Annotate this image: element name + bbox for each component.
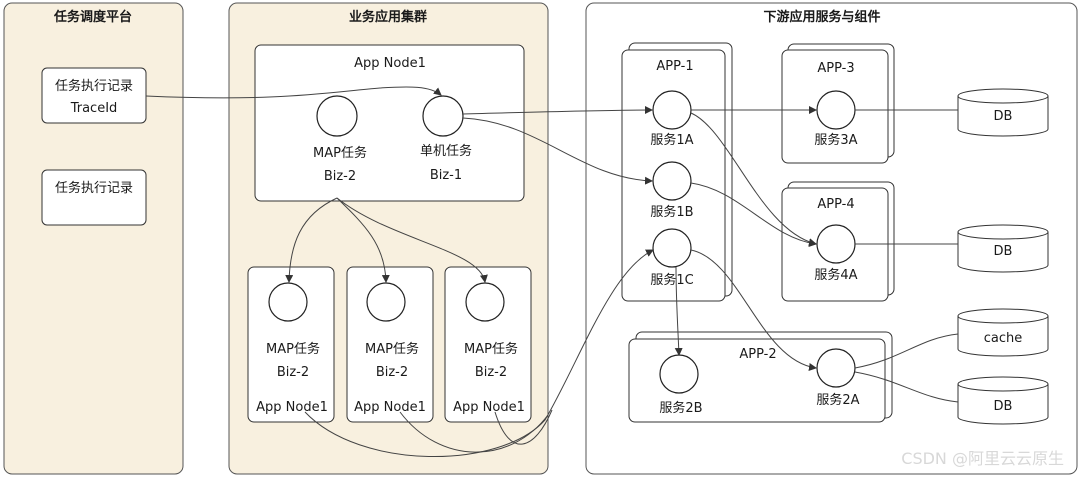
task-record-label: 任务执行记录 [55, 78, 133, 94]
edge-sub2-to-1c [399, 411, 549, 453]
sub-node-2-task: MAP任务 [365, 341, 419, 357]
cache-label: cache [984, 331, 1023, 346]
app4-label: APP-4 [817, 197, 854, 212]
map-task-biz-label: Biz-2 [324, 169, 356, 184]
biz-cluster-title: 业务应用集群 [349, 9, 427, 25]
sub-node-3-name: App Node1 [453, 400, 525, 415]
service-2a-label: 服务2A [816, 392, 859, 408]
sub-node-1-task: MAP任务 [266, 341, 320, 357]
service-2b-node [659, 354, 699, 394]
edge-map-to-sub2 [336, 197, 390, 283]
service-3a-node [816, 90, 856, 130]
single-task-node [422, 95, 464, 137]
db-3a-label: DB [994, 109, 1013, 124]
edge-sub1-to-1c [304, 249, 654, 458]
service-2a-node [816, 348, 856, 388]
app3-label: APP-3 [817, 61, 854, 76]
csdn-watermark: CSDN @阿里云云原生 [901, 449, 1064, 468]
edge-2a-to-db [854, 371, 959, 403]
edge-1b-to-4a [690, 182, 817, 248]
scheduler-title: 任务调度平台 [53, 9, 132, 25]
map-task-label: MAP任务 [313, 145, 367, 161]
edge-sub3-to-1c [494, 409, 553, 445]
edge-traceid-to-single [145, 86, 442, 99]
edge-1c-to-2b [674, 266, 683, 356]
cache-cylinder [957, 308, 1049, 357]
sub-node-2-circle [366, 282, 406, 322]
sub-node-1-biz: Biz-2 [277, 365, 309, 380]
app1-label: APP-1 [656, 59, 693, 74]
sub-node-3-circle [465, 282, 505, 322]
service-4a-label: 服务4A [814, 267, 857, 283]
edge-1a-to-4a [690, 112, 817, 247]
app-node-main-label: App Node1 [354, 56, 426, 71]
edge-single-to-1a [462, 106, 653, 115]
service-1c-label: 服务1C [650, 272, 693, 288]
traceid-label: TraceId [70, 101, 118, 116]
sub-node-1-circle [268, 282, 308, 322]
db-4a-cylinder [957, 224, 1049, 273]
sub-node-3-task: MAP任务 [464, 341, 518, 357]
task-record [41, 169, 147, 226]
map-task-node [316, 95, 358, 137]
edge-1c-to-2a [690, 249, 817, 371]
sub-node-1-name: App Node1 [256, 400, 328, 415]
service-1a-node [652, 90, 692, 130]
db-2a-label: DB [994, 399, 1013, 414]
service-1a-label: 服务1A [650, 132, 693, 148]
app-node-main [254, 44, 525, 202]
edge-map-to-sub3 [336, 197, 488, 283]
edge-single-to-1b [462, 117, 653, 185]
db-4a-label: DB [994, 244, 1013, 259]
edge-2a-to-cache [854, 333, 959, 369]
sub-node-2-name: App Node1 [354, 400, 426, 415]
sub-node-3-biz: Biz-2 [475, 365, 507, 380]
db-2a-cylinder [957, 376, 1049, 425]
service-1b-node [652, 161, 692, 201]
service-4a-node [816, 224, 856, 264]
task-record-traceid [41, 67, 147, 124]
service-3a-label: 服务3A [814, 132, 857, 148]
single-task-label: 单机任务 [420, 143, 472, 159]
service-1c-node [652, 228, 692, 268]
single-task-biz-label: Biz-1 [430, 168, 462, 183]
app2-label: APP-2 [739, 347, 776, 362]
sub-node-2-biz: Biz-2 [376, 365, 408, 380]
edge-map-to-sub1 [285, 197, 338, 283]
db-3a-cylinder [957, 88, 1049, 137]
service-1b-label: 服务1B [650, 204, 693, 220]
service-2b-label: 服务2B [659, 400, 702, 416]
downstream-title: 下游应用服务与组件 [763, 9, 880, 25]
task-record-2-label: 任务执行记录 [55, 180, 133, 196]
